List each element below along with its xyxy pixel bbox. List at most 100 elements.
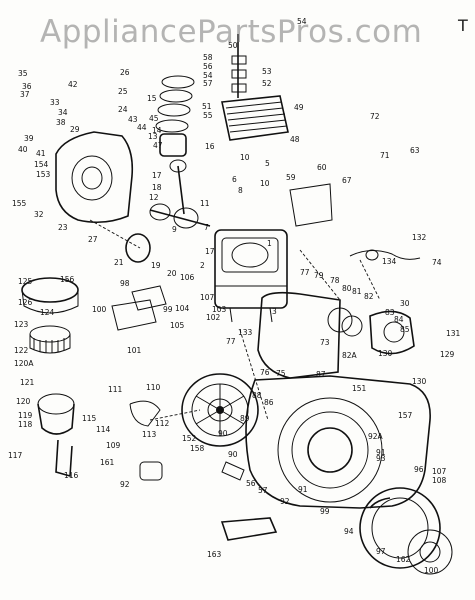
part-label-106: 106 <box>180 273 195 282</box>
part-label-154: 154 <box>34 160 49 169</box>
part-label-13: 13 <box>148 132 158 141</box>
part-label-132: 132 <box>412 233 427 242</box>
part-label-75: 75 <box>276 369 286 378</box>
part-label-92: 92 <box>120 480 130 489</box>
part-label-113: 113 <box>142 430 157 439</box>
leader-lines <box>89 219 381 421</box>
part-label-109: 109 <box>106 441 121 450</box>
valve-spring-stack <box>231 34 247 98</box>
part-label-123: 123 <box>14 320 29 329</box>
part-label-48: 48 <box>290 135 300 144</box>
part-label-18: 18 <box>152 183 162 192</box>
part-label-91: 91 <box>298 485 308 494</box>
part-label-7: 7 <box>204 223 209 232</box>
part-label-89: 89 <box>240 414 250 423</box>
part-label-108: 108 <box>432 476 447 485</box>
part-label-115: 115 <box>82 414 97 423</box>
part-label-63: 63 <box>410 146 420 155</box>
part-label-161: 161 <box>100 458 115 467</box>
part-label-60: 60 <box>317 163 327 172</box>
part-label-116: 116 <box>64 471 79 480</box>
part-label-11: 11 <box>200 199 210 208</box>
governor-link <box>349 249 421 261</box>
flywheel <box>181 373 259 447</box>
part-label-2: 2 <box>200 261 205 270</box>
part-label-17: 17 <box>152 171 162 180</box>
part-label-10: 10 <box>240 153 250 162</box>
part-label-85: 85 <box>400 325 410 334</box>
muffler <box>369 310 415 355</box>
part-label-86: 86 <box>264 398 274 407</box>
part-label-35: 35 <box>18 69 28 78</box>
part-label-56: 56 <box>203 62 213 71</box>
part-label-9: 9 <box>172 225 177 234</box>
part-label-81: 81 <box>352 287 362 296</box>
part-label-129: 129 <box>440 350 455 359</box>
part-label-114: 114 <box>96 425 111 434</box>
part-label-15: 15 <box>147 94 157 103</box>
part-label-52: 52 <box>262 79 272 88</box>
part-label-125: 125 <box>18 277 33 286</box>
part-label-17: 17 <box>205 247 215 256</box>
part-label-126: 126 <box>18 298 33 307</box>
part-label-101: 101 <box>127 346 142 355</box>
part-label-59: 59 <box>286 173 296 182</box>
part-label-12: 12 <box>149 193 159 202</box>
part-label-111: 111 <box>108 385 123 394</box>
part-label-124: 124 <box>40 308 55 317</box>
crankcase-cover <box>55 131 134 224</box>
part-label-54: 54 <box>297 17 307 26</box>
part-label-79: 79 <box>314 271 324 280</box>
part-label-40: 40 <box>18 145 28 154</box>
part-label-54: 54 <box>203 71 213 80</box>
part-label-56: 56 <box>246 479 256 488</box>
part-label-90: 90 <box>218 429 228 438</box>
part-label-83: 83 <box>385 308 395 317</box>
part-label-55: 55 <box>203 111 213 120</box>
part-label-14: 14 <box>152 126 162 135</box>
part-label-19: 19 <box>151 261 161 270</box>
part-label-157: 157 <box>398 411 413 420</box>
part-label-84: 84 <box>394 315 404 324</box>
part-label-58: 58 <box>203 53 213 62</box>
part-label-110: 110 <box>146 383 161 392</box>
part-label-92A: 92A <box>368 432 384 441</box>
part-label-36: 36 <box>22 82 32 91</box>
part-label-94: 94 <box>344 527 354 536</box>
part-label-76: 76 <box>260 368 270 377</box>
part-label-29: 29 <box>70 125 80 134</box>
part-label-90: 90 <box>228 450 238 459</box>
part-label-38: 38 <box>56 118 66 127</box>
part-label-1: 1 <box>267 239 272 248</box>
part-label-99: 99 <box>320 507 330 516</box>
part-label-100: 100 <box>424 566 439 575</box>
part-label-24: 24 <box>118 105 128 114</box>
part-label-87: 87 <box>316 370 326 379</box>
cylinder-shroud <box>257 183 341 379</box>
part-label-134: 134 <box>382 257 397 266</box>
part-label-156: 156 <box>60 275 75 284</box>
engine-block <box>214 229 288 323</box>
part-label-8: 8 <box>238 186 243 195</box>
part-label-131: 131 <box>446 329 461 338</box>
part-label-39: 39 <box>24 134 34 143</box>
part-label-82: 82 <box>364 292 374 301</box>
part-label-105: 105 <box>170 321 185 330</box>
part-label-130: 130 <box>378 349 393 358</box>
part-label-92: 92 <box>280 497 290 506</box>
part-label-162: 162 <box>396 555 411 564</box>
part-label-72: 72 <box>370 112 380 121</box>
part-label-37: 37 <box>20 90 30 99</box>
part-label-51: 51 <box>202 102 212 111</box>
part-label-107: 107 <box>200 293 215 302</box>
part-label-49: 49 <box>294 103 304 112</box>
part-label-41: 41 <box>36 149 46 158</box>
air-cleaner <box>21 277 79 354</box>
part-label-20: 20 <box>167 269 177 278</box>
part-label-120: 120 <box>16 397 31 406</box>
part-label-23: 23 <box>58 223 68 232</box>
part-label-104: 104 <box>175 304 190 313</box>
part-label-119: 119 <box>18 411 33 420</box>
